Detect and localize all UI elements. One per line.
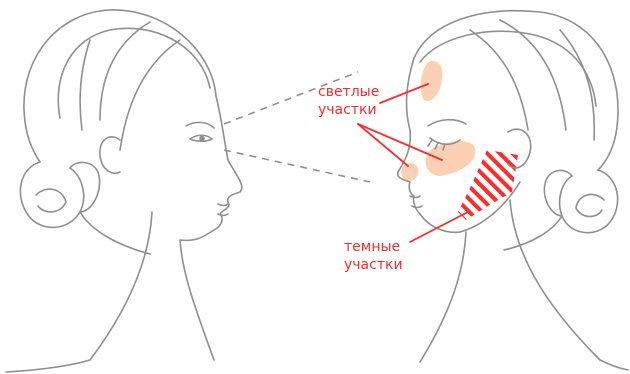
left-head [6, 10, 242, 372]
highlight-forehead [421, 61, 443, 101]
left-neck-back [90, 212, 152, 360]
callout-cheek [358, 124, 442, 160]
right-throat [420, 232, 466, 362]
left-ear [100, 137, 120, 173]
right-shoulder [600, 360, 628, 370]
highlight-nose [401, 163, 418, 181]
left-shoulder [6, 360, 90, 372]
right-head [398, 11, 628, 370]
highlight-cheek [425, 141, 475, 176]
left-pupil [199, 136, 205, 142]
left-face-profile [180, 96, 242, 240]
left-hair-inner [58, 28, 210, 118]
label-dark-line1: темные [344, 238, 403, 256]
label-light-areas: светлые участки [318, 83, 379, 119]
left-bun [20, 162, 83, 227]
callout-forehead [380, 84, 428, 103]
label-dark-areas: темные участки [344, 238, 403, 274]
left-throat [180, 240, 214, 360]
label-light-line1: светлые [318, 83, 379, 101]
callout-jaw [410, 212, 468, 242]
label-light-line2: участки [318, 101, 379, 119]
callout-nose [358, 124, 408, 166]
label-dark-line2: участки [344, 256, 403, 274]
sight-line-lower [224, 150, 370, 182]
left-brow [186, 122, 214, 128]
right-bun [560, 170, 618, 233]
right-brow [428, 120, 466, 126]
